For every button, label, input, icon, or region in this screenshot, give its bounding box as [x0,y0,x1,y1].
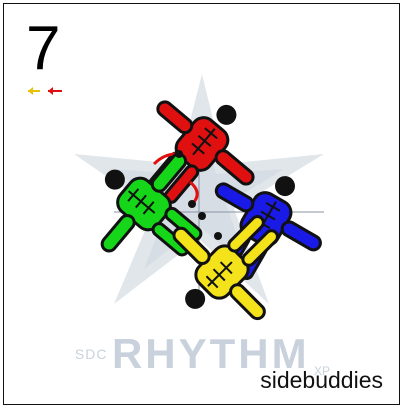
formation-illustration [74,74,324,321]
watermark-suffix: XP [314,364,331,378]
red-arrow-icon [48,87,62,95]
formation-caption: sidebuddies [260,367,383,393]
dive-number: 7 [26,14,61,83]
watermark-main: RHYTHM [111,330,310,377]
green-jumper [100,152,203,257]
watermark-logo: SDC RHYTHM XP [4,330,399,378]
watermark-small: SDC [74,346,108,362]
grip-dots [175,150,222,240]
dive-card: 7 SDC RHYTHM XP sidebuddies [3,3,400,405]
direction-arrows [28,87,62,95]
yellow-arrow-icon [28,87,40,95]
yellow-jumper [172,215,279,321]
